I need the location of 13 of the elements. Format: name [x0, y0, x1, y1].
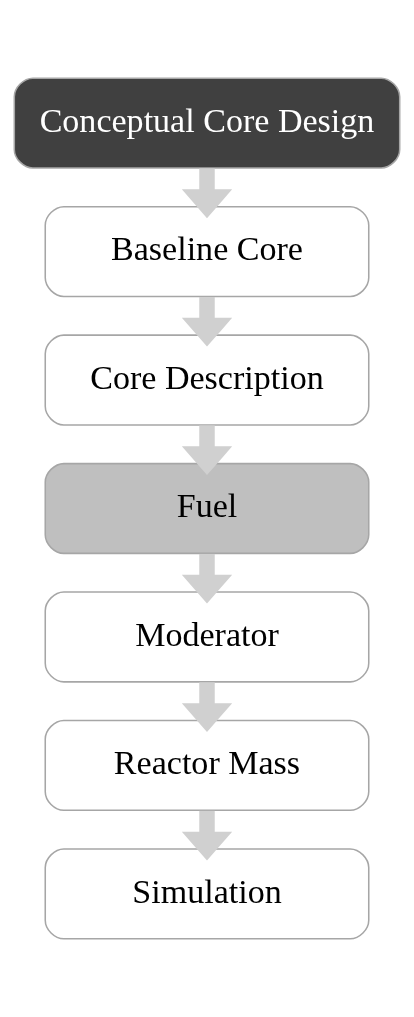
arrow	[181, 553, 233, 604]
arrow	[181, 810, 233, 861]
arrow	[181, 682, 233, 733]
node-box: Reactor Mass	[44, 719, 370, 812]
arrow	[181, 425, 233, 476]
node-box: Baseline Core	[44, 205, 370, 298]
arrow	[181, 296, 233, 347]
arrow	[181, 168, 233, 219]
node-box: Simulation	[44, 848, 370, 940]
node-box: Fuel	[44, 462, 370, 555]
node-box: Conceptual Core Design	[13, 77, 401, 169]
node-box: Core Description	[44, 334, 370, 426]
node-box: Moderator	[44, 591, 370, 683]
